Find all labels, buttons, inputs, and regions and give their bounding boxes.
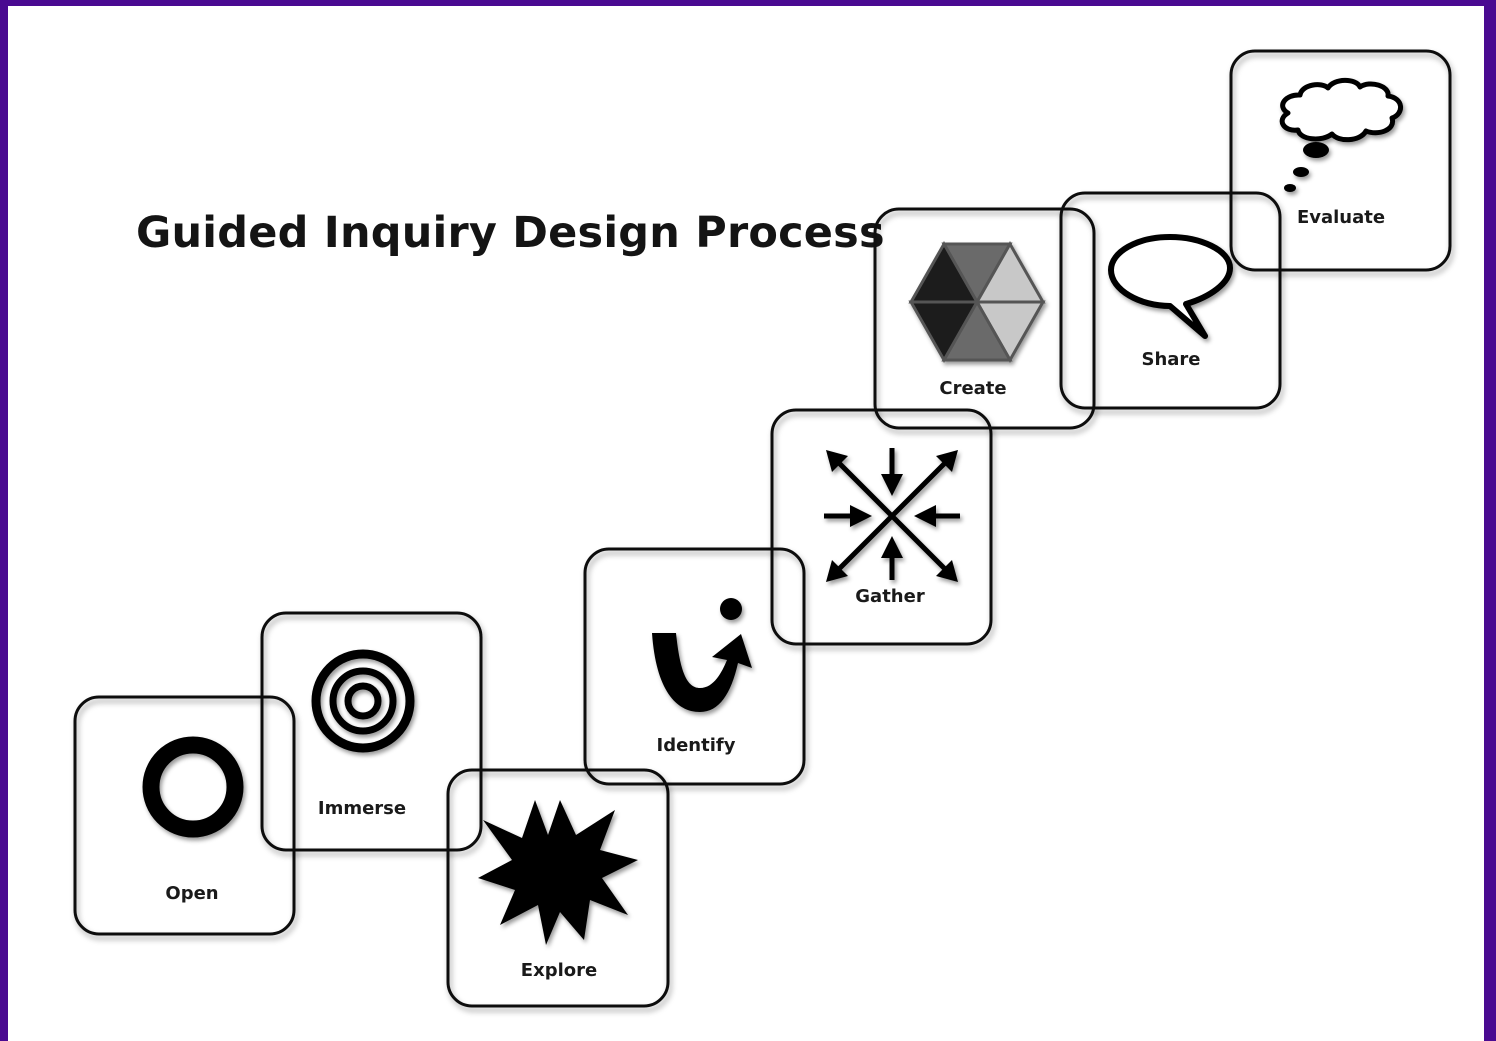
page-frame xyxy=(8,6,1484,1041)
step-gather: Gather xyxy=(770,408,993,646)
page-title: Guided Inquiry Design Process xyxy=(136,208,885,258)
speech-bubble-icon xyxy=(1108,234,1233,339)
starburst-icon xyxy=(478,800,638,945)
step-create: Create xyxy=(873,207,1096,430)
step-box xyxy=(1059,191,1282,410)
step-label: Open xyxy=(165,883,218,904)
step-label: Create xyxy=(939,378,1006,399)
step-label: Evaluate xyxy=(1297,207,1385,228)
curved-arrow-dot-icon xyxy=(652,598,752,712)
step-box xyxy=(770,408,993,646)
step-label: Immerse xyxy=(318,798,406,819)
step-label: Identify xyxy=(657,735,736,756)
step-label: Gather xyxy=(855,586,925,607)
step-box xyxy=(446,768,670,1008)
step-immerse: Immerse xyxy=(260,611,483,852)
step-box xyxy=(1229,49,1452,272)
concentric-circles-icon xyxy=(311,649,415,753)
step-identify: Identify xyxy=(583,547,806,786)
step-explore: Explore xyxy=(446,768,670,1008)
step-box xyxy=(260,611,483,852)
step-label: Explore xyxy=(521,960,597,981)
step-open: Open xyxy=(73,695,296,936)
step-box xyxy=(583,547,806,786)
step-box xyxy=(73,695,296,936)
step-box xyxy=(873,207,1096,430)
converging-arrows-icon xyxy=(824,448,960,582)
hexagon-icon xyxy=(908,240,1046,364)
thought-bubble-icon xyxy=(1279,77,1403,192)
ring-icon xyxy=(142,736,244,838)
step-evaluate: Evaluate xyxy=(1229,49,1452,272)
step-share: Share xyxy=(1059,191,1282,410)
step-label: Share xyxy=(1141,349,1200,370)
